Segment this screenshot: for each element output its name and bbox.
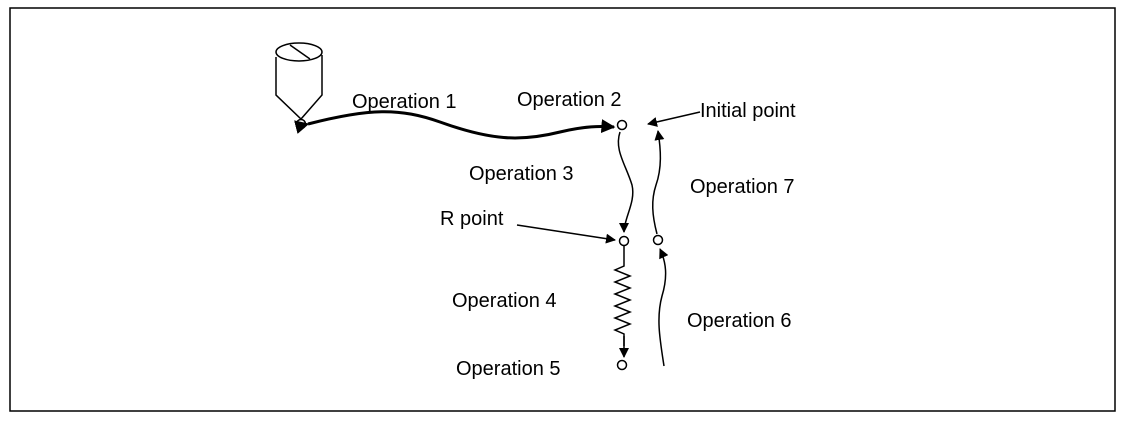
- operation-7-arrow: [652, 130, 665, 235]
- tool-icon: [275, 42, 323, 121]
- label-operation-2: Operation 2: [517, 89, 622, 111]
- operation-6-arrow: [658, 248, 669, 367]
- r-point-leader: [516, 224, 616, 244]
- label-operation-1: Operation 1: [352, 91, 457, 113]
- label-r-point: R point: [440, 208, 504, 230]
- return-point: [652, 234, 664, 246]
- operation-1-arrow: [294, 110, 616, 140]
- r-point-marker: [618, 235, 630, 247]
- label-initial-point: Initial point: [700, 100, 796, 122]
- label-operation-7: Operation 7: [690, 176, 795, 198]
- label-operation-6: Operation 6: [687, 310, 792, 332]
- label-operation-5: Operation 5: [456, 358, 561, 380]
- hole-bottom-point: [616, 359, 628, 371]
- label-operation-4: Operation 4: [452, 290, 557, 312]
- operation-3-arrow: [617, 131, 634, 233]
- operation-4-zigzag: [612, 246, 633, 346]
- tool-tip-point: [295, 118, 307, 130]
- initial-point-marker: [616, 119, 628, 131]
- label-operation-3: Operation 3: [469, 163, 574, 185]
- diagram-border: [9, 7, 1116, 412]
- initial-point-leader: [647, 111, 701, 127]
